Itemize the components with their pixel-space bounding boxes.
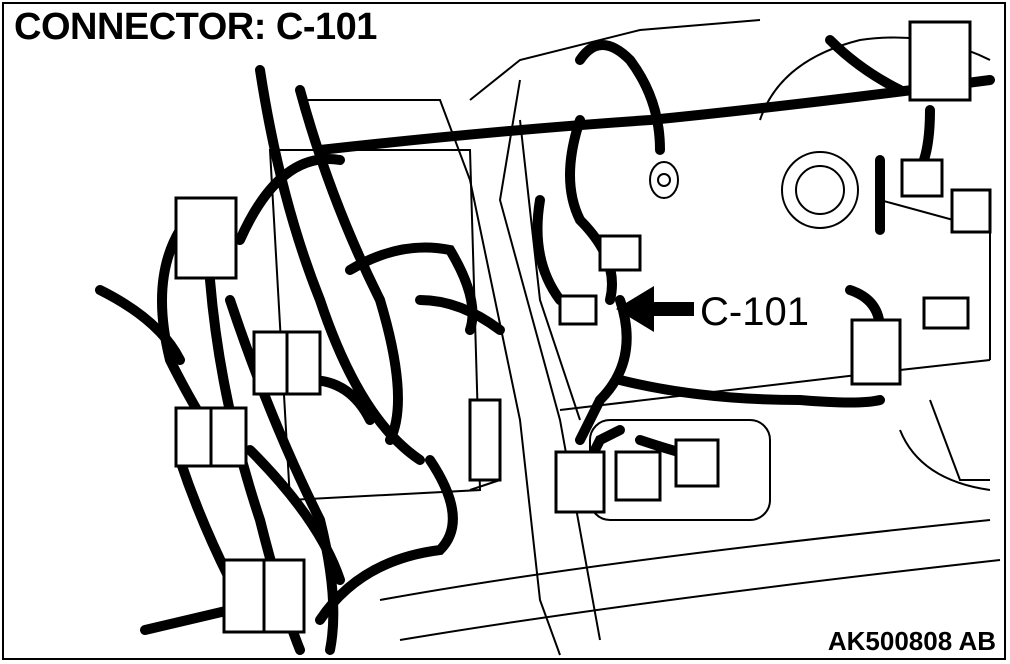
connector-block — [174, 196, 238, 280]
connector-block — [614, 450, 662, 502]
body-panel-outline — [498, 79, 601, 641]
connector-block — [950, 188, 992, 234]
connector-block — [900, 158, 944, 198]
harness-branch — [415, 295, 505, 335]
harness-branch — [575, 40, 665, 155]
harness-branch — [532, 195, 565, 305]
connector-block — [598, 234, 642, 272]
main-harness — [315, 75, 995, 155]
connector-block — [850, 318, 902, 386]
harness-branch — [255, 65, 425, 465]
connector-block — [922, 296, 970, 330]
harness-branch — [315, 455, 458, 625]
c101-callout-label: C-101 — [700, 290, 809, 334]
lower-panel-outline — [399, 559, 1001, 641]
ground-terminal — [649, 161, 679, 199]
harness-branch — [140, 605, 235, 635]
harness-branch — [825, 35, 905, 95]
lower-panel-outline — [379, 519, 991, 601]
harness-branch — [615, 375, 885, 408]
connector-block — [554, 450, 606, 514]
figure-id: AK500808 AB — [827, 626, 996, 656]
strut-outline — [929, 399, 990, 481]
connector-block — [674, 438, 720, 488]
grommet-inner — [795, 165, 845, 215]
strut-outline — [899, 429, 991, 491]
ground-terminal-hole — [657, 173, 671, 187]
harness-branch — [575, 295, 632, 445]
relay-box-outline — [268, 149, 482, 502]
harness-branch — [235, 154, 345, 245]
grommet — [781, 151, 859, 229]
harness-branch — [295, 85, 403, 445]
harness-branch — [565, 115, 617, 305]
harness-branch — [245, 445, 345, 585]
connector-block — [468, 398, 502, 482]
inner-panel-outline — [519, 119, 581, 421]
body-panel-outline — [300, 99, 561, 656]
harness-branch — [345, 242, 478, 335]
harness-branch — [95, 285, 185, 365]
c101-arrow — [616, 286, 694, 332]
connector-block — [908, 20, 972, 102]
page-title: CONNECTOR: C-101 — [14, 6, 377, 48]
c101-connector — [558, 294, 598, 326]
body-panel-outline — [469, 19, 761, 101]
